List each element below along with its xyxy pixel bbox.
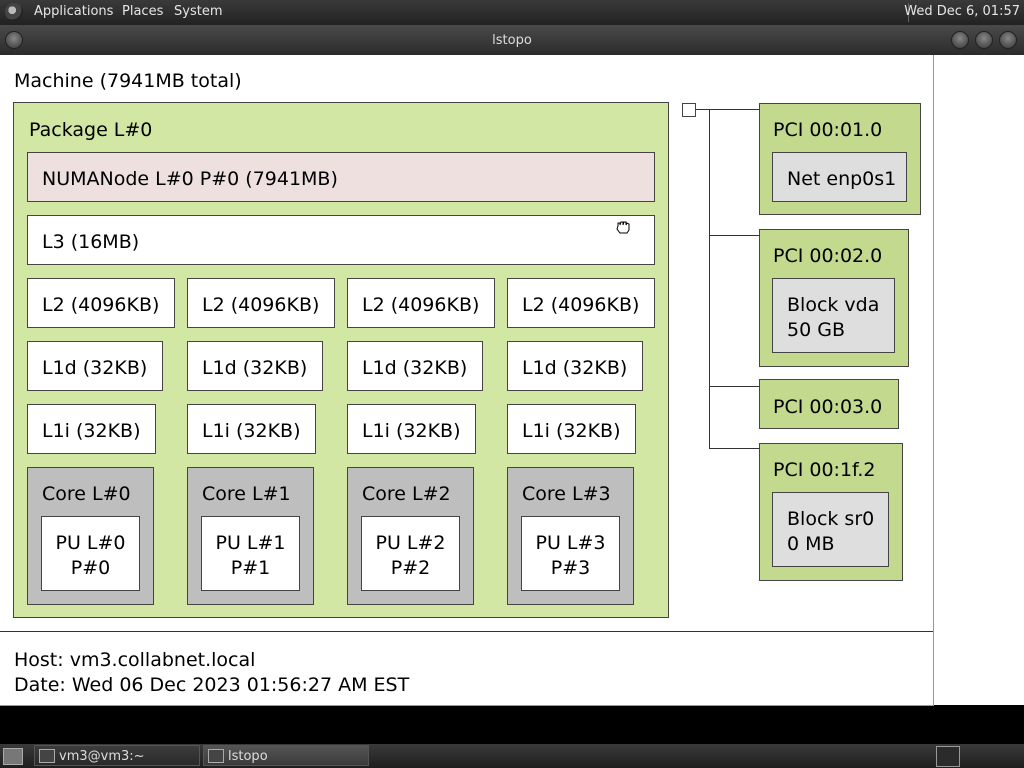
l1d-cache-box	[507, 341, 643, 391]
os-device-label: Block vda	[787, 294, 880, 316]
window-menu-icon[interactable]	[5, 31, 23, 49]
l2-cache-box	[347, 278, 495, 328]
os-device-box	[772, 278, 895, 353]
top-panel: Applications Places System Wed Dec 6, 01…	[0, 0, 1024, 25]
pci-box	[759, 379, 899, 429]
pci-label: PCI 00:03.0	[773, 396, 883, 418]
l1d-cache-box	[27, 341, 163, 391]
l1d-cache-label: L1d (32KB)	[522, 357, 628, 379]
pci-label: PCI 00:01.0	[773, 119, 883, 141]
bridge-line	[709, 235, 759, 236]
l1d-cache-box	[187, 341, 323, 391]
l2-cache-label: L2 (4096KB)	[202, 294, 320, 316]
l2-cache-label: L2 (4096KB)	[362, 294, 480, 316]
core-label: Core L#1	[202, 483, 291, 505]
os-device-box	[772, 152, 907, 202]
l1d-cache-box	[347, 341, 483, 391]
l3-cache-box	[27, 215, 655, 265]
l1i-cache-box	[187, 404, 316, 454]
panel-separator	[908, 3, 909, 22]
os-device-label: Block sr0	[787, 508, 875, 530]
pu-box	[201, 516, 300, 591]
pu-box	[41, 516, 140, 591]
l2-cache-box	[507, 278, 655, 328]
taskbar-item-label: vm3@vm3:~	[59, 749, 145, 764]
numa-node-box	[27, 152, 655, 202]
pu-box	[361, 516, 460, 591]
menu-places[interactable]: Places	[122, 4, 164, 19]
package-label: Package L#0	[29, 119, 153, 141]
terminal-icon	[39, 749, 55, 763]
taskbar-item-lstopo[interactable]: lstopo	[203, 745, 369, 766]
workspace-switcher[interactable]	[936, 746, 960, 767]
l1i-cache-label: L1i (32KB)	[362, 420, 461, 442]
core-label: Core L#3	[522, 483, 611, 505]
os-device-size: 0 MB	[787, 533, 835, 555]
pu-physical-label: P#2	[390, 557, 431, 579]
pci-label: PCI 00:1f.2	[773, 459, 876, 481]
machine-label: Machine (7941MB total)	[14, 70, 242, 92]
pu-physical-label: P#1	[230, 557, 271, 579]
l1i-cache-label: L1i (32KB)	[522, 420, 621, 442]
l1i-cache-box	[27, 404, 156, 454]
pu-label: PU L#1	[215, 532, 286, 554]
l1i-cache-label: L1i (32KB)	[202, 420, 301, 442]
footer-divider	[0, 631, 933, 632]
taskbar-item-label: lstopo	[228, 749, 268, 764]
pu-label: PU L#2	[375, 532, 446, 554]
l2-cache-label: L2 (4096KB)	[522, 294, 640, 316]
pu-label: PU L#3	[535, 532, 606, 554]
os-device-box	[772, 492, 889, 567]
distro-logo-icon[interactable]	[5, 3, 23, 21]
core-label: Core L#0	[42, 483, 131, 505]
l1i-cache-label: L1i (32KB)	[42, 420, 141, 442]
close-button[interactable]	[999, 31, 1017, 49]
bridge-line	[696, 109, 759, 110]
pu-box	[521, 516, 620, 591]
pu-physical-label: P#3	[550, 557, 591, 579]
maximize-button[interactable]	[975, 31, 993, 49]
clock[interactable]: Wed Dec 6, 01:57	[904, 4, 1020, 19]
os-device-size: 50 GB	[787, 319, 845, 341]
l3-cache-label: L3 (16MB)	[42, 231, 140, 253]
pci-label: PCI 00:02.0	[773, 245, 883, 267]
bridge-line	[709, 386, 759, 387]
l1i-cache-box	[507, 404, 636, 454]
bridge-line	[709, 109, 710, 449]
bridge-line	[709, 448, 759, 449]
os-device-label: Net enp0s1	[787, 168, 897, 190]
l2-cache-box	[27, 278, 175, 328]
minimize-button[interactable]	[951, 31, 969, 49]
host-bridge-node	[682, 103, 696, 117]
window-title: lstopo	[492, 33, 532, 48]
l2-cache-box	[187, 278, 335, 328]
host-label: Host: vm3.collabnet.local	[14, 649, 256, 671]
menu-applications[interactable]: Applications	[34, 4, 114, 19]
numa-node-label: NUMANode L#0 P#0 (7941MB)	[42, 168, 338, 190]
grab-cursor-icon	[616, 221, 630, 234]
show-desktop-icon[interactable]	[3, 748, 23, 765]
pu-physical-label: P#0	[70, 557, 111, 579]
window-background	[934, 55, 1024, 705]
bottom-panel: vm3@vm3:~ lstopo	[0, 744, 1024, 768]
taskbar-item-terminal[interactable]: vm3@vm3:~	[34, 745, 200, 766]
l1i-cache-box	[347, 404, 476, 454]
l1d-cache-label: L1d (32KB)	[202, 357, 308, 379]
date-label: Date: Wed 06 Dec 2023 01:56:27 AM EST	[14, 674, 410, 696]
l1d-cache-label: L1d (32KB)	[42, 357, 148, 379]
core-label: Core L#2	[362, 483, 451, 505]
lstopo-canvas: Machine (7941MB total) Package L#0 NUMAN…	[0, 55, 934, 706]
window-titlebar[interactable]: lstopo	[0, 25, 1024, 55]
l1d-cache-label: L1d (32KB)	[362, 357, 468, 379]
menu-system[interactable]: System	[174, 4, 223, 19]
pu-label: PU L#0	[55, 532, 126, 554]
window-icon	[208, 749, 224, 763]
l2-cache-label: L2 (4096KB)	[42, 294, 160, 316]
